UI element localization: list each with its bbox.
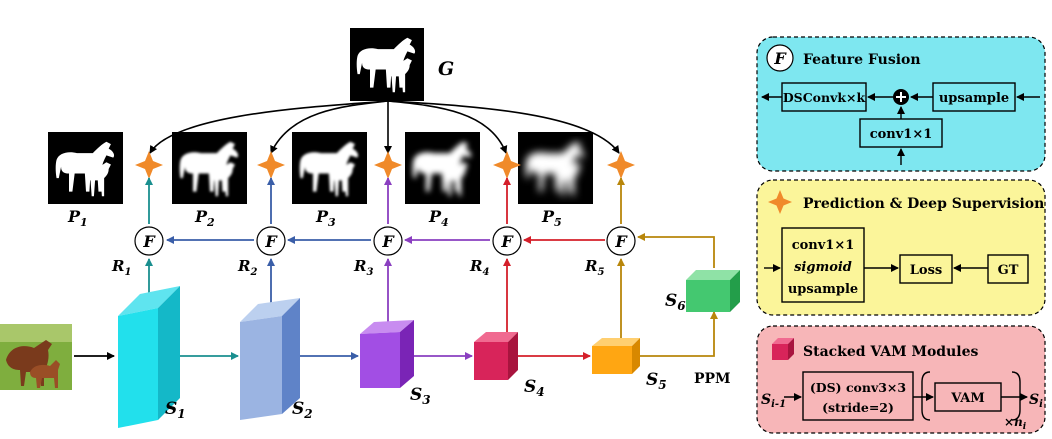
legend-vam: Stacked VAM Modules Si-1 (DS) conv3×3 (s… <box>756 325 1046 434</box>
fusion-node-4 <box>492 226 522 256</box>
fusion-upsample-box: upsample <box>939 91 1009 106</box>
stage-label-5: S5 <box>646 370 667 392</box>
prediction-conv-text: conv1×1 <box>792 238 855 253</box>
fusion-node-5 <box>606 226 636 256</box>
fusion-conv-box: conv1×1 <box>870 127 933 142</box>
stage-block-5 <box>592 338 640 374</box>
legend-prediction: Prediction & Deep Supervision conv1×1 si… <box>756 179 1046 316</box>
prediction-sigmoid-text: sigmoid <box>794 260 852 275</box>
stage-label-1: S1 <box>165 399 186 421</box>
stage-block-2 <box>240 298 300 420</box>
prediction-star-3 <box>374 151 402 179</box>
vam-stride-text: (stride=2) <box>822 400 894 415</box>
stage-labels: S1 S2 S3 S4 S5 S6 <box>165 291 686 421</box>
prediction-label-3: P3 <box>315 207 336 229</box>
prediction-stars <box>135 151 635 179</box>
fusion-node-2 <box>256 226 286 256</box>
vam-box: VAM <box>950 391 985 406</box>
fusion-legend-icon <box>766 44 794 72</box>
prediction-upsample-text: upsample <box>788 282 858 297</box>
refine-label-4: R4 <box>469 257 489 278</box>
fusion-node-symbol-5: F <box>614 232 628 251</box>
stage-label-3: S3 <box>410 385 431 407</box>
vam-output-label: Si <box>1029 392 1043 410</box>
refine-label-5: R5 <box>584 257 604 278</box>
prediction-label-2: P2 <box>194 207 215 229</box>
fusion-node-symbol-2: F <box>264 232 278 251</box>
vam-legend-title: Stacked VAM Modules <box>803 344 978 360</box>
stage-block-4 <box>474 332 518 380</box>
refine-label-2: R2 <box>237 257 257 278</box>
fusion-node-3 <box>373 226 403 256</box>
fusion-dsconv-box: DSConvk×k <box>783 90 866 105</box>
stage-label-2: S2 <box>292 399 313 421</box>
refine-label-1: R1 <box>111 257 131 278</box>
prediction-legend-star-icon <box>768 190 792 214</box>
prediction-labels: P1 P2 P3 P4 P5 <box>67 207 562 229</box>
prediction-loss-box: Loss <box>910 263 942 278</box>
refine-label-3: R3 <box>353 257 373 278</box>
ppm-label: PPM <box>694 371 731 387</box>
prediction-legend-title: Prediction & Deep Supervision <box>803 196 1044 212</box>
prediction-star-4 <box>493 151 521 179</box>
prediction-star-1 <box>135 151 163 179</box>
prediction-label-1: P1 <box>67 207 88 229</box>
ground-truth-label: G <box>438 58 454 80</box>
vam-conv-text: (DS) conv3×3 <box>810 380 906 395</box>
legend-feature-fusion: F Feature Fusion DSConvk×k upsample conv… <box>756 36 1046 172</box>
fusion-node-symbol-3: F <box>381 232 395 251</box>
prediction-label-5: P5 <box>541 207 562 229</box>
prediction-star-2 <box>257 151 285 179</box>
prediction-label-4: P4 <box>428 207 449 229</box>
stage-label-4: S4 <box>524 377 545 399</box>
prediction-maps <box>48 132 593 204</box>
fusion-node-symbol-4: F <box>500 232 514 251</box>
supervision-arrows <box>149 100 620 154</box>
refine-labels: R1 R2 R3 R4 R5 <box>111 257 604 278</box>
fusion-node-symbol-1: F <box>142 232 156 251</box>
prediction-gt-box: GT <box>998 263 1019 278</box>
encoder-stages <box>118 270 740 428</box>
stage-block-6 <box>686 270 740 312</box>
fusion-legend-symbol: F <box>773 49 787 68</box>
prediction-star-5 <box>607 151 635 179</box>
stage-block-1 <box>118 286 180 428</box>
stage-block-3 <box>360 320 414 388</box>
vam-legend-cube-icon <box>772 338 794 360</box>
input-image <box>0 324 72 390</box>
vam-repeat-label: ×ni <box>1004 415 1027 432</box>
fusion-node-1 <box>134 226 164 256</box>
fusion-legend-title: Feature Fusion <box>803 52 921 68</box>
stage-label-6: S6 <box>665 291 686 313</box>
vam-input-label: Si-1 <box>761 392 786 410</box>
